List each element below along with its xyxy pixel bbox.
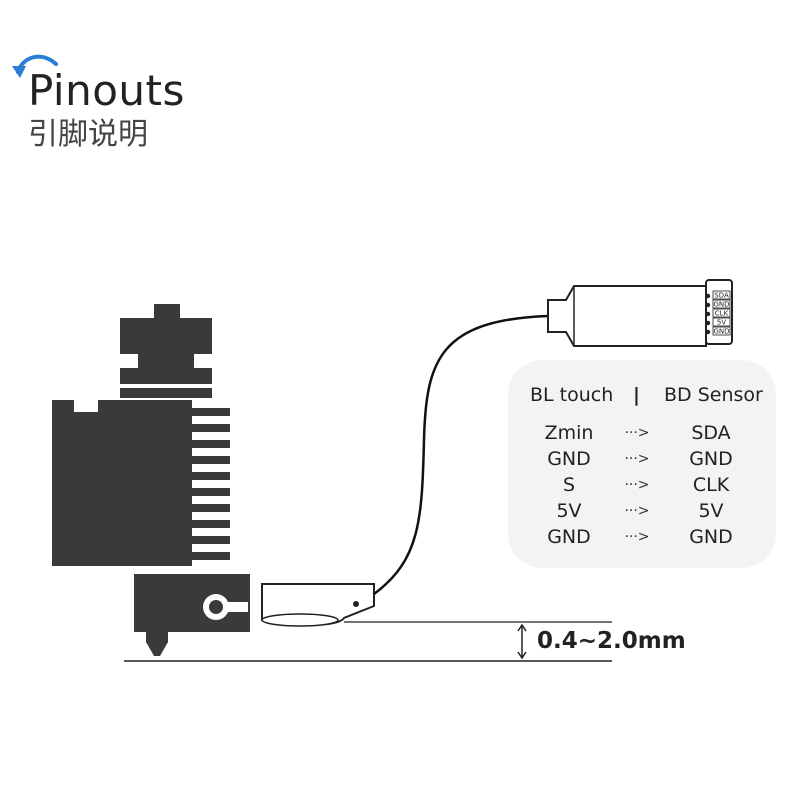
column-separator: |	[633, 384, 640, 406]
bltouch-pin: GND	[547, 526, 591, 548]
sensor-cable	[373, 314, 549, 596]
table-row: Zmin ···> SDA	[508, 422, 776, 448]
sensor-connector: SDA GND CLK 5V GND	[547, 279, 733, 347]
dimension-arrow-icon	[517, 623, 527, 660]
arrow-icon: ···>	[624, 477, 650, 493]
connector-pin-label: GND	[713, 328, 729, 336]
connector-pin-label: GND	[713, 301, 729, 309]
pin-mapping-table: BL touch | BD Sensor Zmin ···> SDA GND ·…	[508, 360, 776, 568]
table-row: GND ···> GND	[508, 448, 776, 474]
connector-pin-label: 5V	[717, 319, 726, 327]
column-header-bdsensor: BD Sensor	[664, 384, 763, 406]
page-subtitle: 引脚说明	[28, 117, 148, 152]
bltouch-pin: S	[562, 474, 576, 496]
bltouch-pin: 5V	[556, 500, 582, 522]
arrow-icon: ···>	[624, 529, 650, 545]
bdsensor-pin: GND	[689, 526, 733, 548]
arrow-icon: ···>	[624, 451, 650, 467]
bdsensor-pin: SDA	[691, 422, 731, 444]
arrow-icon: ···>	[624, 425, 650, 441]
curved-arrow-icon	[12, 54, 58, 78]
table-row: GND ···> GND	[508, 526, 776, 552]
column-header-bltouch: BL touch	[530, 384, 614, 406]
arrow-icon: ···>	[624, 503, 650, 519]
bdsensor-pin: GND	[689, 448, 733, 470]
connector-pin-label: CLK	[715, 310, 729, 318]
table-row: S ···> CLK	[508, 474, 776, 500]
bd-sensor-probe	[261, 583, 375, 627]
hotend-illustration	[52, 304, 250, 656]
table-row: 5V ···> 5V	[508, 500, 776, 526]
page-title: Pinouts	[28, 66, 185, 115]
bltouch-pin: GND	[547, 448, 591, 470]
bdsensor-pin: CLK	[692, 474, 730, 496]
bltouch-pin: Zmin	[544, 422, 594, 444]
bdsensor-pin: 5V	[698, 500, 724, 522]
gap-dimension-label: 0.4~2.0mm	[537, 628, 686, 654]
connector-pin-label: SDA	[714, 292, 729, 300]
